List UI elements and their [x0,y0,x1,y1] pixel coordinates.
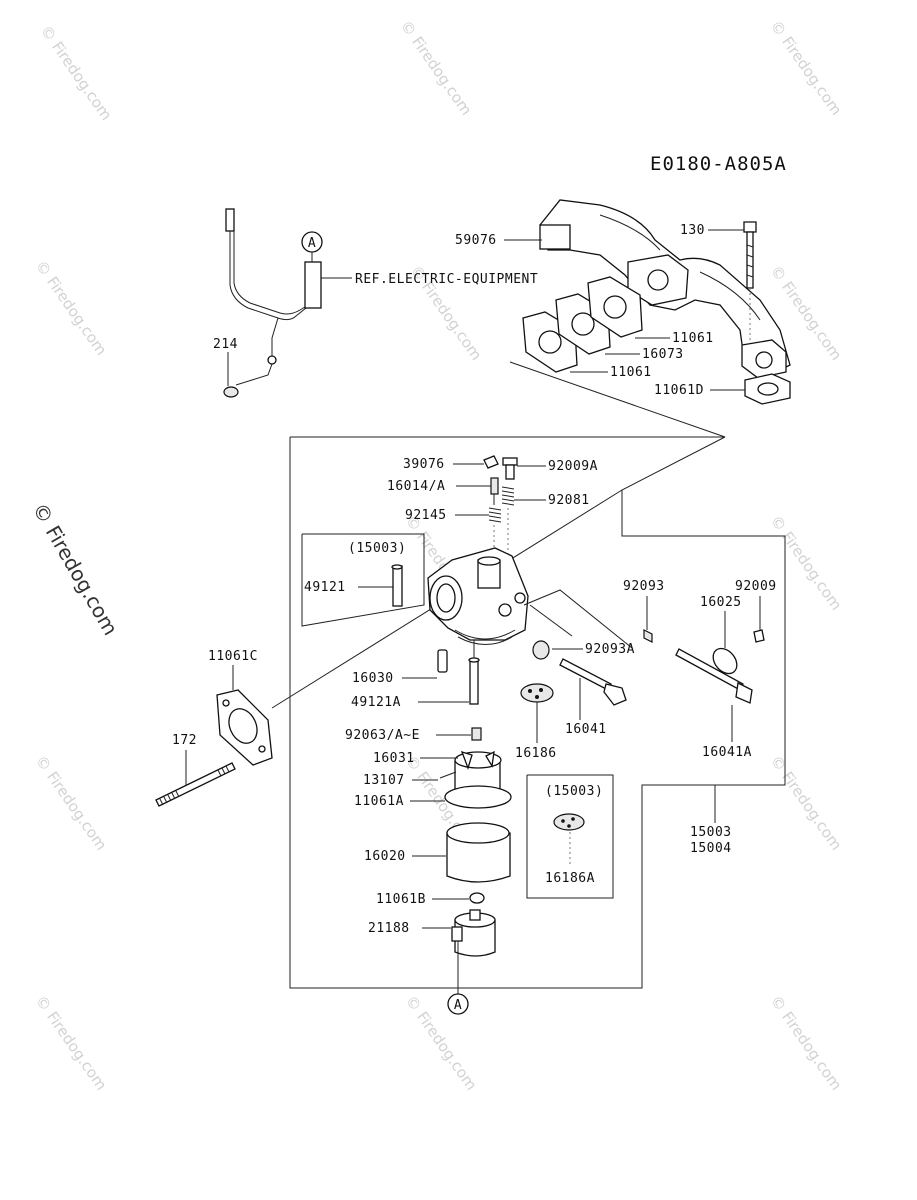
part-label-16041: 16041 [565,722,607,737]
part-label-11061D: 11061D [654,383,704,398]
watermark: © Firedog.com [32,752,111,854]
part-label-49121: 49121 [304,580,346,595]
ref-marker-a-label: A [308,236,316,251]
part-label-16030: 16030 [352,671,394,686]
part-label-15004: 15004 [690,841,732,856]
carburetor-top-parts [483,455,518,560]
watermark: © Firedog.com [32,992,111,1094]
part-label-15003: 15003 [690,825,732,840]
intake-gaskets [522,276,791,405]
part-label-92093: 92093 [623,579,665,594]
kit-box-label: (15003) [545,784,603,799]
part-label-130: 130 [680,223,705,238]
part-label-11061A: 11061A [354,794,404,809]
part-label-16073: 16073 [642,347,684,362]
watermark: © Firedog.com [32,257,111,359]
watermark: © Firedog.com [37,22,116,124]
part-label-172: 172 [172,733,197,748]
part-label-16014A: 16014/A [387,479,445,494]
intake-manifold [539,199,791,379]
watermark: © Firedog.com [767,752,846,854]
part-label-92063: 92063/A~E [345,728,420,743]
part-label-49121A: 49121A [351,695,401,710]
watermark: © Firedog.com [402,992,481,1094]
carburetor-gasket-and-stud: 11061C 172 [155,649,273,807]
ref-marker-a-bottom: A [454,998,462,1013]
part-label-39076: 39076 [403,457,445,472]
part-label-11061-upper: 11061 [672,331,714,346]
watermark: © Firedog.com [767,992,846,1094]
kit-box-label: (15003) [348,541,406,556]
ref-electric-equipment-label: REF.ELECTRIC-EQUIPMENT [355,272,538,287]
part-label-16025: 16025 [700,595,742,610]
part-label-92145: 92145 [405,508,447,523]
watermark-main: © Firedog.com [28,499,123,640]
part-label-59076: 59076 [455,233,497,248]
part-label-16031: 16031 [373,751,415,766]
watermark: © Firedog.com [767,17,846,119]
kit-box-15003-lower: (15003) 16186A [526,774,614,899]
part-label-92009: 92009 [735,579,777,594]
diagram-code: E0180-A805A [650,153,787,175]
kit-box-15003-upper: (15003) 49121 [301,533,425,627]
part-label-92093A: 92093A [585,642,635,657]
carburetor-body [427,547,573,645]
watermark: © Firedog.com [767,512,846,614]
watermark: © Firedog.com [397,17,476,119]
part-label-16186: 16186 [515,746,557,761]
part-label-11061B: 11061B [376,892,426,907]
watermark-layer: © Firedog.com © Firedog.com © Firedog.co… [28,17,846,1094]
manifold-bolt [743,221,757,340]
part-label-11061C: 11061C [208,649,258,664]
assembly-outline [271,361,786,989]
part-label-16186A: 16186A [545,871,595,886]
part-label-92009A: 92009A [548,459,598,474]
fuel-cut-solenoid-assembly [223,208,322,398]
choke-throttle-parts: 92093A 92093 16025 92009 16041A 16041 16… [515,579,777,761]
part-label-16020: 16020 [364,849,406,864]
part-label-11061-lower: 11061 [610,365,652,380]
part-label-16041A: 16041A [702,745,752,760]
part-label-21188: 21188 [368,921,410,936]
part-label-92081: 92081 [548,493,590,508]
part-label-214: 214 [213,337,238,352]
float-bowl-assembly: 16030 49121A 92063/A~E 16031 13107 11061… [345,640,512,1015]
part-label-13107: 13107 [363,773,405,788]
